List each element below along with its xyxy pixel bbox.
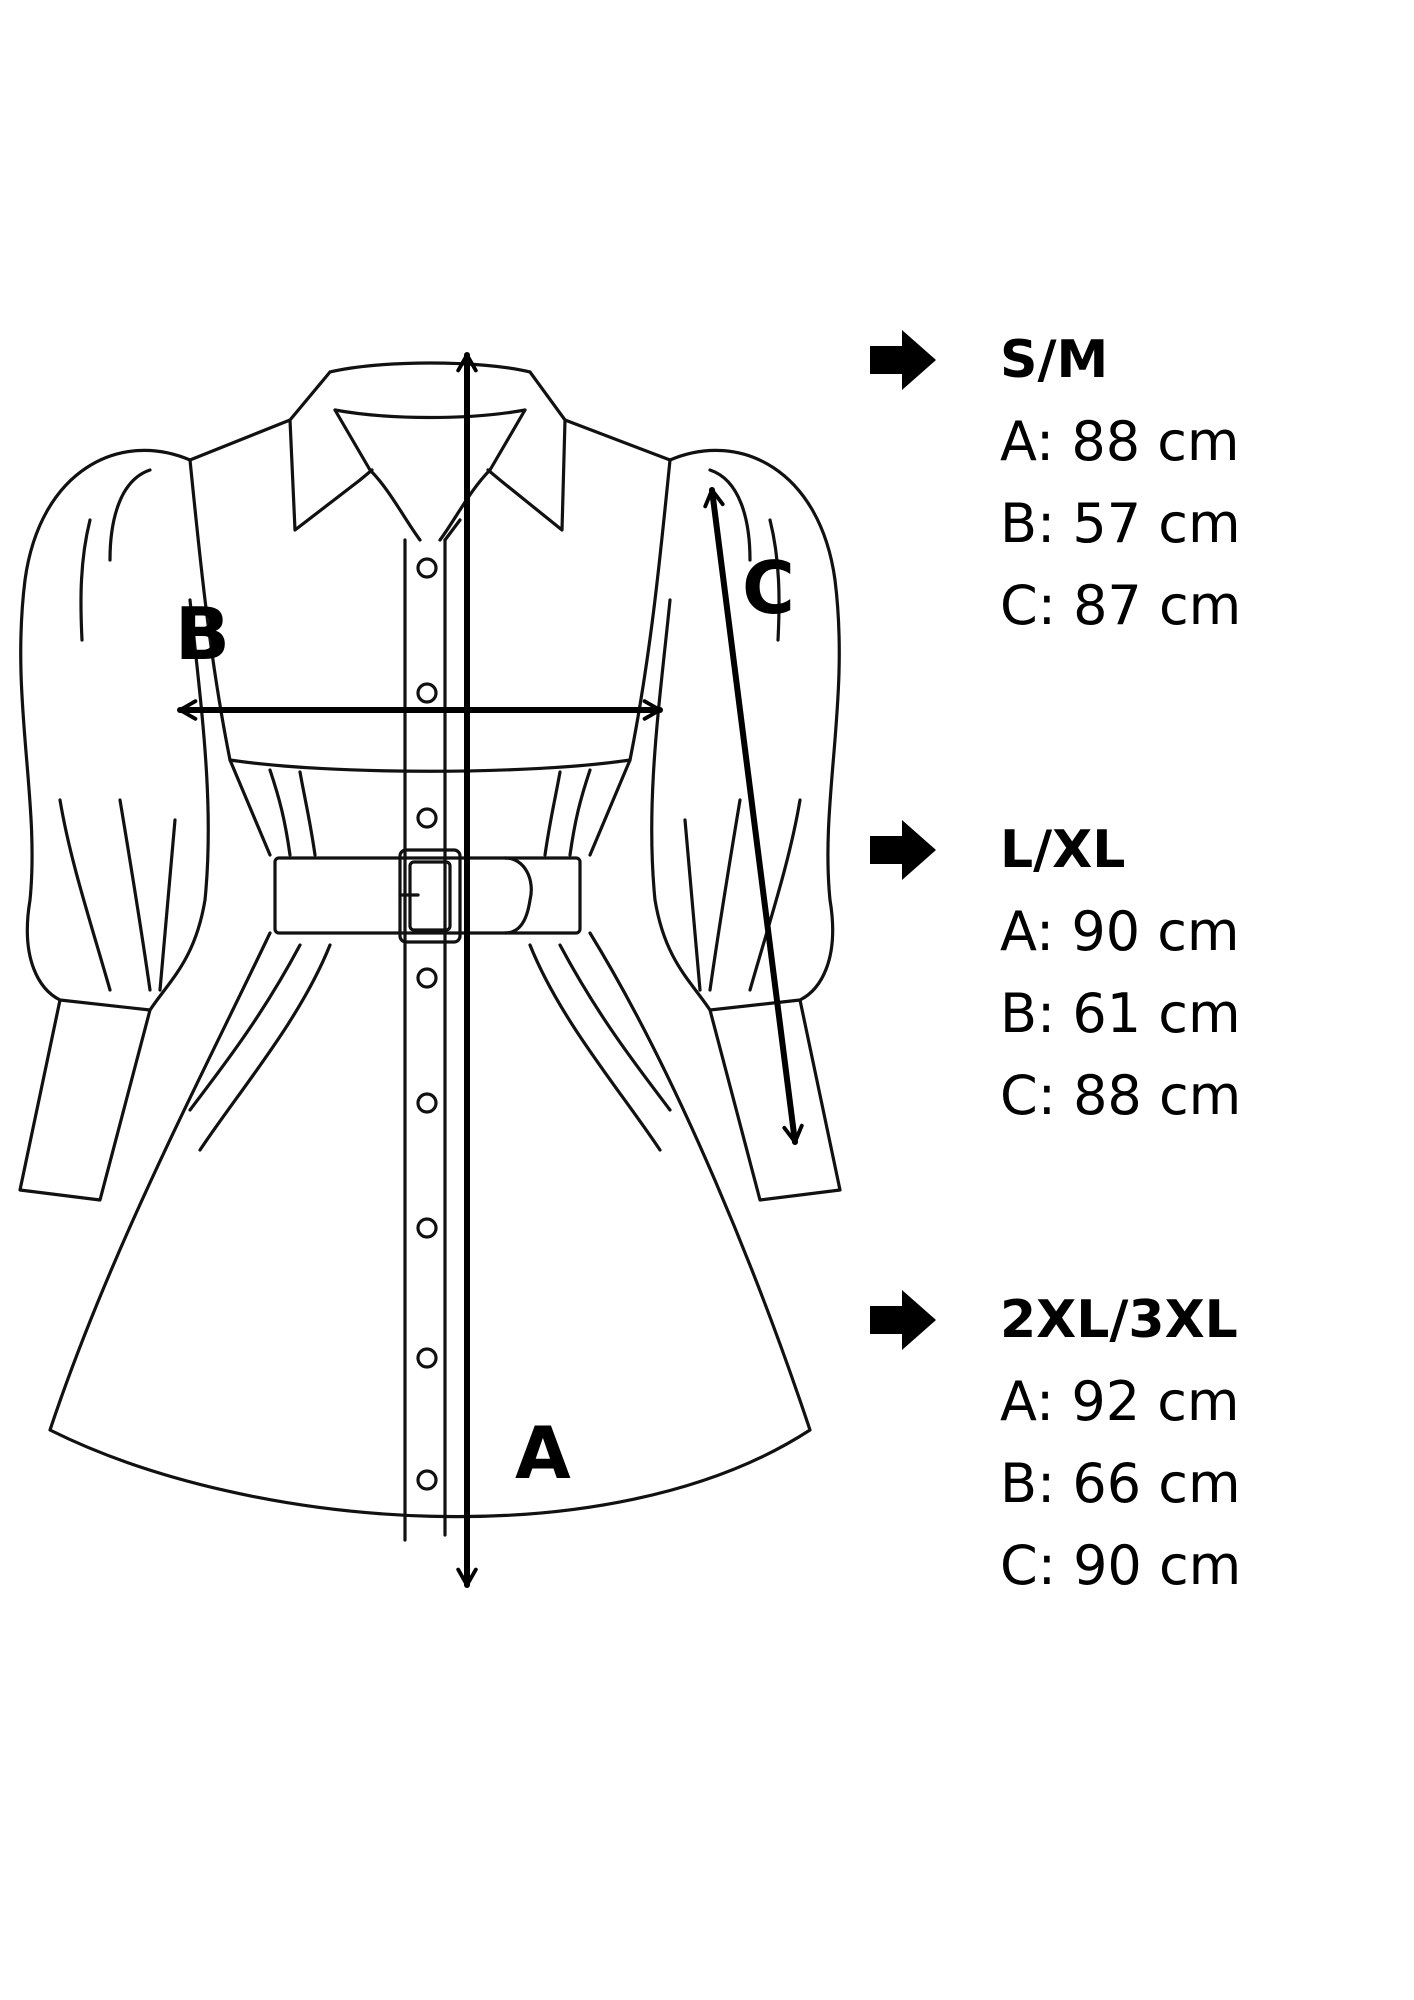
measurement-a: A: 88 cm [1000, 410, 1240, 473]
measurement-b: B: 66 cm [1000, 1452, 1241, 1515]
dimension-a-label: A [515, 1411, 571, 1495]
size-name: S/M [1000, 330, 1109, 390]
right-arrow-icon [870, 1290, 936, 1350]
right-arrow-icon [870, 330, 936, 390]
measurement-c: C: 90 cm [1000, 1534, 1242, 1597]
dimension-c-arrow [703, 487, 804, 1145]
measurement-b: B: 57 cm [1000, 492, 1241, 555]
measurement-c: C: 88 cm [1000, 1064, 1242, 1127]
size-name: 2XL/3XL [1000, 1290, 1238, 1350]
dimension-c-label: C [742, 546, 795, 630]
measurement-a: A: 92 cm [1000, 1370, 1240, 1433]
size-name: L/XL [1000, 820, 1126, 880]
measurement-b: B: 61 cm [1000, 982, 1241, 1045]
measurement-a: A: 90 cm [1000, 900, 1240, 963]
measurement-c: C: 87 cm [1000, 574, 1242, 637]
right-arrow-icon [870, 820, 936, 880]
dimension-b-label: B [175, 592, 230, 676]
